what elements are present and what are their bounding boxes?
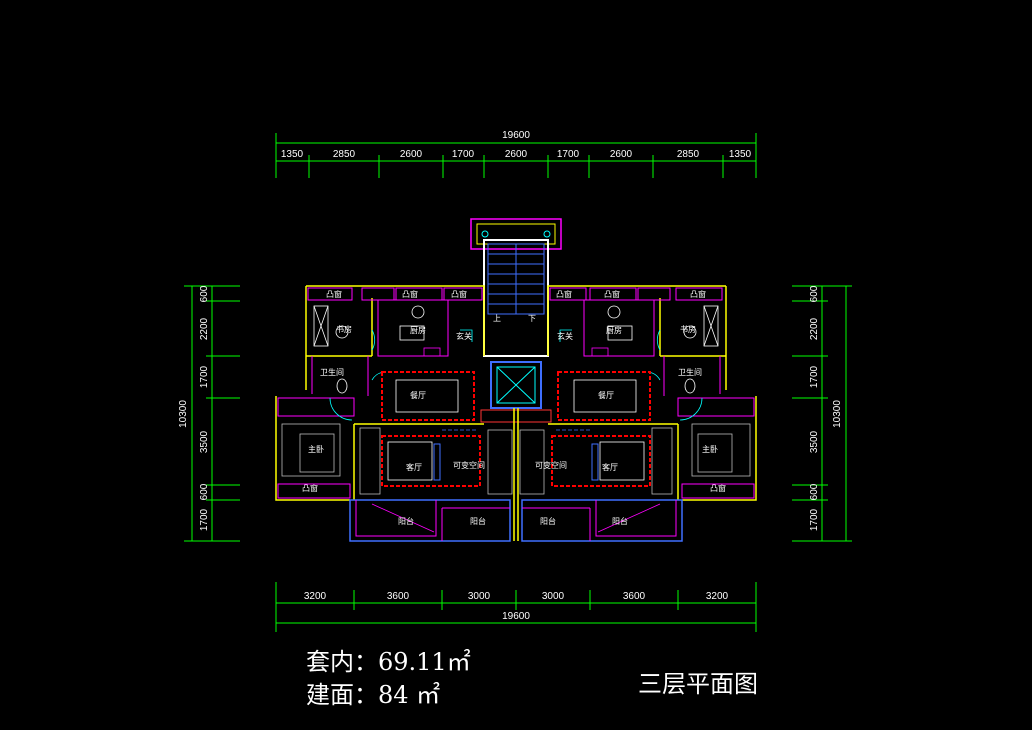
dim-right-5: 600 xyxy=(809,483,820,500)
label-bay-window-3: 凸窗 xyxy=(451,289,467,299)
balconies xyxy=(349,499,683,542)
dim-left-total: 10300 xyxy=(178,400,189,428)
label-bay-window-6: 凸窗 xyxy=(690,289,706,299)
label-balcony-3: 阳台 xyxy=(540,516,556,526)
dim-top-5: 2600 xyxy=(505,149,528,160)
label-bay-window-8: 凸窗 xyxy=(710,483,726,493)
dim-top-1: 1350 xyxy=(281,149,304,160)
label-balcony-2: 阳台 xyxy=(470,516,486,526)
dim-bottom-5: 3600 xyxy=(623,591,646,602)
dim-top-9: 1350 xyxy=(729,149,752,160)
label-master-bedroom-left: 主卧 xyxy=(308,444,324,454)
dim-top-3: 2600 xyxy=(400,149,423,160)
study-furniture xyxy=(313,305,719,394)
living-zones xyxy=(359,427,673,495)
dim-bottom-3: 3000 xyxy=(468,591,491,602)
dim-bottom-6: 3200 xyxy=(706,591,729,602)
label-study-right: 书房 xyxy=(680,324,696,334)
label-flexible-left: 可变空间 xyxy=(453,460,485,470)
dim-bottom-4: 3000 xyxy=(542,591,565,602)
label-dining-left: 餐厅 xyxy=(410,391,426,400)
label-bathroom-left: 卫生间 xyxy=(320,367,344,377)
dim-top-6: 1700 xyxy=(557,149,580,160)
dim-bottom-2: 3600 xyxy=(387,591,410,602)
area-building-text: 建面：84 ㎡ xyxy=(306,681,441,709)
label-bay-window-7: 凸窗 xyxy=(302,483,318,493)
dim-left-5: 600 xyxy=(199,483,210,500)
dim-right-6: 1700 xyxy=(809,508,820,531)
top-dimension-group xyxy=(275,133,757,178)
label-entry-right: 玄关 xyxy=(557,331,573,341)
stair-down-label: 下 xyxy=(528,314,536,323)
label-bay-window-1: 凸窗 xyxy=(326,289,342,299)
dim-top-4: 1700 xyxy=(452,149,475,160)
doors xyxy=(329,329,703,431)
dim-left-4: 3500 xyxy=(199,430,210,453)
plan-title: 三层平面图 xyxy=(638,670,758,698)
label-bay-window-5: 凸窗 xyxy=(604,289,620,299)
label-kitchen-left: 厨房 xyxy=(410,325,426,335)
label-master-bedroom-right: 主卧 xyxy=(702,444,718,454)
left-dimension-group xyxy=(184,285,240,542)
dim-bottom-1: 3200 xyxy=(304,591,327,602)
label-entry-left: 玄关 xyxy=(456,331,472,341)
area-inner-text: 套内：69.11㎡ xyxy=(306,648,471,676)
label-bay-window-4: 凸窗 xyxy=(556,289,572,299)
label-flexible-right: 可变空间 xyxy=(535,460,567,470)
dim-right-3: 1700 xyxy=(809,365,820,388)
dim-top-2: 2850 xyxy=(333,149,356,160)
dim-right-total: 10300 xyxy=(832,400,843,428)
dim-left-3: 1700 xyxy=(199,365,210,388)
dim-left-2: 2200 xyxy=(199,317,210,340)
dim-right-2: 2200 xyxy=(809,317,820,340)
dim-top-total: 19600 xyxy=(502,130,530,141)
label-kitchen-right: 厨房 xyxy=(606,325,622,335)
dim-top-7: 2600 xyxy=(610,149,633,160)
label-balcony-1: 阳台 xyxy=(398,516,414,526)
label-living-left: 客厅 xyxy=(406,462,422,472)
dim-bottom-total: 19600 xyxy=(502,611,530,622)
dim-top-8: 2850 xyxy=(677,149,700,160)
building-walls xyxy=(275,285,757,541)
bay-windows xyxy=(277,287,755,499)
master-bedroom-furniture xyxy=(281,423,751,477)
dim-left-1: 600 xyxy=(199,285,210,302)
right-dimension-group xyxy=(792,285,852,542)
label-bathroom-right: 卫生间 xyxy=(678,367,702,377)
dim-left-6: 1700 xyxy=(199,508,210,531)
stair-up-label: 上 xyxy=(493,314,501,323)
label-bay-window-2: 凸窗 xyxy=(402,289,418,299)
label-living-right: 客厅 xyxy=(602,462,618,472)
label-study-left: 书房 xyxy=(336,324,352,334)
label-balcony-4: 阳台 xyxy=(612,516,628,526)
dim-right-4: 3500 xyxy=(809,430,820,453)
dim-right-1: 600 xyxy=(809,285,820,302)
bottom-dimension-group xyxy=(275,582,757,632)
label-dining-right: 餐厅 xyxy=(598,391,614,400)
dining-zones xyxy=(381,371,651,421)
